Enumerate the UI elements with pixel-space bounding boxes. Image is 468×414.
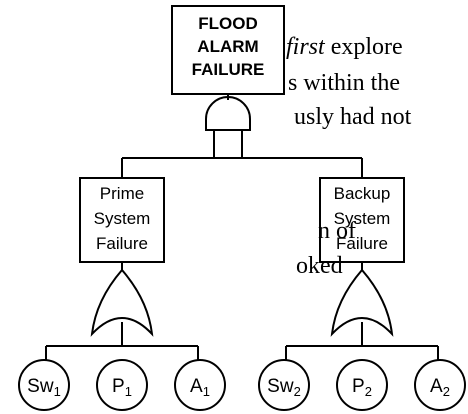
and-gate-icon — [205, 96, 251, 131]
event-circle — [174, 359, 226, 411]
text-fragment: explore — [324, 34, 403, 60]
event-circle — [96, 359, 148, 411]
text-line-3: usly had not — [282, 72, 411, 132]
event-circle — [258, 359, 310, 411]
event-label-a2: A2 — [430, 376, 450, 399]
event-circle — [414, 359, 466, 411]
event-circle — [18, 359, 70, 411]
top-event-label-line-1: FLOOD — [198, 14, 258, 33]
text-line-2: s within the — [276, 38, 400, 98]
event-label-p1: P1 — [112, 376, 132, 399]
prime-label-line-1: Prime — [100, 184, 144, 203]
backup-label-line-3: Failure — [336, 234, 388, 253]
top-event-label-line-3: FAILURE — [192, 60, 265, 79]
prime-label-line-2: System — [94, 209, 151, 228]
event-label-sw2: Sw2 — [267, 376, 301, 399]
text-fragment: usly had not — [294, 104, 412, 130]
prime-label-line-3: Failure — [96, 234, 148, 253]
or-gate-icon — [90, 268, 154, 337]
event-circle — [336, 359, 388, 411]
event-label-a1: A1 — [190, 376, 210, 399]
backup-label-line-1: Backup — [334, 184, 391, 203]
text-fragment-italic: first — [286, 34, 325, 60]
event-label-sw1: Sw1 — [27, 376, 61, 399]
event-label-p2: P2 — [352, 376, 372, 399]
text-line-1: first explore — [274, 2, 403, 62]
text-fragment: s within the — [288, 70, 400, 96]
backup-label-line-2: System — [334, 209, 391, 228]
top-event-label-line-2: ALARM — [197, 37, 258, 56]
or-gate-icon — [330, 268, 394, 337]
